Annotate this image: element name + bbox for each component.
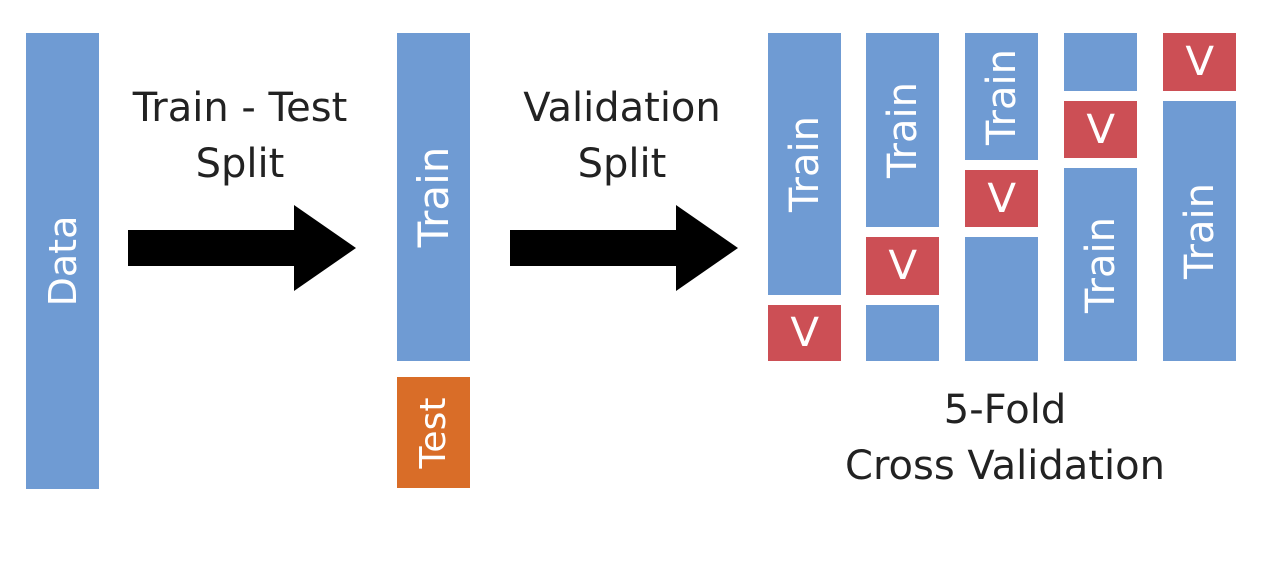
fold-1-train-block: Train: [768, 33, 841, 295]
fold-3-train-block-lower: [965, 237, 1038, 361]
train-label: Train: [1176, 183, 1223, 279]
train-label: Train: [781, 116, 828, 212]
fold-2-train-block: Train: [866, 33, 939, 227]
validation-label: V: [888, 243, 917, 289]
fold-4-train-block: Train: [1064, 168, 1137, 361]
validation-label: V: [987, 175, 1016, 222]
data-block: Data: [26, 33, 99, 489]
fold-3-train-block: Train: [965, 33, 1038, 160]
train-label: Train: [1077, 216, 1124, 313]
fold-1-validation-block: V: [768, 305, 841, 361]
fold-5-validation-block: V: [1163, 33, 1236, 91]
train-label: Train: [408, 146, 458, 248]
fold-4-validation-block: V: [1064, 101, 1137, 158]
train-label: Train: [978, 48, 1025, 145]
validation-label: V: [790, 310, 819, 356]
fold-4-train-block-upper: [1064, 33, 1137, 91]
validation-label: V: [1185, 39, 1214, 85]
train-test-split-label: Train - Test Split: [132, 85, 348, 187]
validation-label: V: [1086, 106, 1115, 153]
fold-3-validation-block: V: [965, 170, 1038, 227]
fold-5-train-block: Train: [1163, 101, 1236, 361]
data-label: Data: [40, 215, 85, 307]
fold-2-train-block-lower: [866, 305, 939, 361]
cross-validation-label: 5-Fold Cross Validation: [845, 387, 1165, 489]
train-block: Train: [397, 33, 470, 361]
test-label: Test: [412, 397, 454, 468]
validation-split-label: Validation Split: [523, 85, 721, 187]
test-block: Test: [397, 377, 470, 488]
train-label: Train: [879, 82, 926, 178]
fold-2-validation-block: V: [866, 237, 939, 295]
right-arrow-icon: [128, 205, 356, 291]
right-arrow-icon: [510, 205, 738, 291]
